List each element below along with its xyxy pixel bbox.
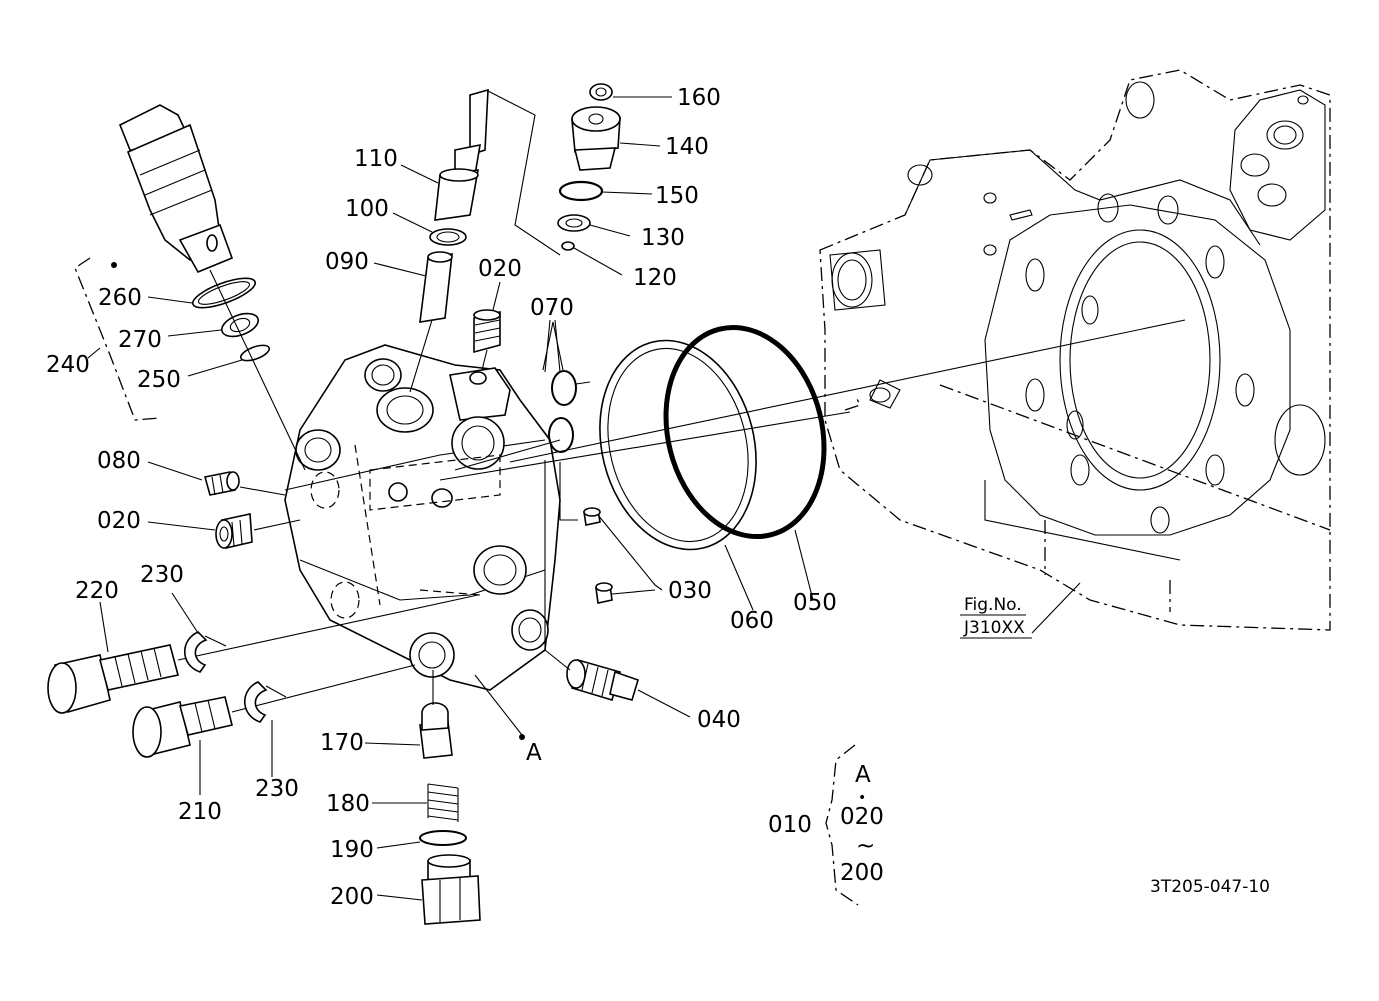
washer-230-bottom: [244, 681, 287, 723]
legend-main-number: 010: [768, 812, 812, 838]
top-plug-stack: [485, 83, 621, 256]
label-270: 270: [118, 327, 162, 353]
label-230-top: 230: [140, 562, 184, 588]
label-090: 090: [325, 249, 369, 275]
alignment-line-2: [509, 319, 1186, 463]
figure-number: Fig.No. J310XX: [960, 595, 1032, 639]
label-160: 160: [677, 85, 721, 111]
valve-stem-110: [434, 88, 489, 221]
assembly-legend: 010 A • 020 ~ 200: [768, 744, 884, 906]
label-130: 130: [641, 225, 685, 251]
relief-valve-assembly: [118, 104, 306, 471]
bolt-210: [132, 664, 416, 758]
bolt-220: [47, 594, 479, 714]
label-180: 180: [326, 791, 370, 817]
plug-020-mid: [215, 513, 301, 549]
label-140: 140: [665, 134, 709, 160]
label-200: 200: [330, 884, 374, 910]
plug-200: [421, 854, 481, 925]
legend-ref: A: [855, 762, 871, 788]
seal-ring-060: [599, 339, 757, 551]
label-190: 190: [330, 837, 374, 863]
bracket-240: [74, 257, 161, 421]
label-040: 040: [697, 707, 741, 733]
label-020-mid: 020: [97, 508, 141, 534]
ref-dot-240: [111, 262, 117, 268]
label-120: 120: [633, 265, 677, 291]
callout-labels: 160 140 150 130 120 110 100 090 020 070 …: [46, 85, 837, 910]
legend-to: 200: [840, 860, 884, 886]
label-110: 110: [354, 146, 398, 172]
label-240: 240: [46, 352, 90, 378]
label-070: 070: [530, 295, 574, 321]
legend-range: ~: [856, 833, 875, 859]
label-060: 060: [730, 608, 774, 634]
snap-ring-100: [429, 228, 467, 246]
o-ring-190: [419, 830, 467, 846]
pump-housing: [284, 344, 561, 691]
o-ring-050: [663, 324, 827, 540]
legend-dot: •: [858, 790, 866, 806]
plug-080: [203, 471, 286, 496]
label-080: 080: [97, 448, 141, 474]
plugs-030: [559, 462, 613, 604]
alignment-marker: [844, 394, 861, 411]
label-170: 170: [320, 730, 364, 756]
plug-020-top: [473, 309, 501, 371]
label-250: 250: [137, 367, 181, 393]
label-220: 220: [75, 578, 119, 604]
label-260: 260: [98, 285, 142, 311]
label-050: 050: [793, 590, 837, 616]
leader-lines: [99, 96, 1081, 901]
figure-number-line1: Fig.No.: [964, 595, 1022, 615]
label-210: 210: [178, 799, 222, 825]
drawing-code: 3T205-047-10: [1150, 877, 1270, 897]
label-150: 150: [655, 183, 699, 209]
label-reference-a: A: [526, 740, 542, 766]
ref-dot-a: [519, 734, 525, 740]
figure-number-line2: J310XX: [963, 618, 1025, 638]
label-100: 100: [345, 196, 389, 222]
label-030: 030: [668, 578, 712, 604]
valve-170: [419, 670, 453, 759]
sleeve-090: [409, 251, 453, 393]
label-230-bottom: 230: [255, 776, 299, 802]
o-rings-070: [548, 370, 591, 453]
washer-230-top: [184, 631, 227, 673]
spring-180: [427, 783, 459, 822]
plug-040: [544, 649, 639, 701]
legend-from: 020: [840, 804, 884, 830]
alignment-line-1: [439, 411, 851, 481]
label-020-top: 020: [478, 256, 522, 282]
transmission-housing-drawing: [819, 69, 1331, 631]
